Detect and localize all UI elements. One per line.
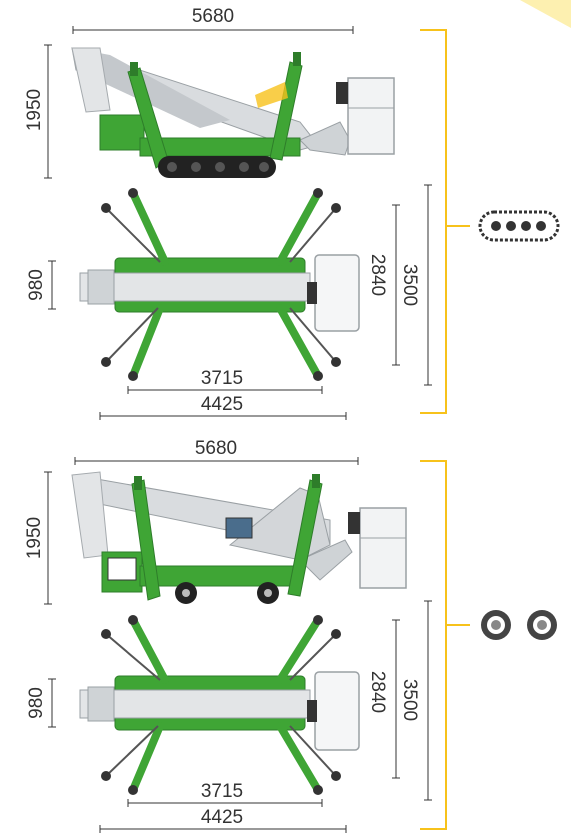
label-crawler-2840: 2840 [367, 254, 388, 296]
foot-pad [101, 203, 111, 213]
dim-crawler-length: 5680 [72, 6, 354, 34]
outrigger-fl [129, 189, 169, 266]
foot-pad [331, 357, 341, 367]
crawler-bracket [420, 29, 470, 414]
label-wheeled-length: 5680 [195, 438, 237, 459]
chassis [139, 565, 301, 587]
foot-pad [128, 785, 138, 795]
dim-wheeled-4425: 4425 [99, 807, 347, 833]
foot-pad [128, 615, 138, 625]
outrigger-rr [276, 304, 322, 380]
foot-pad [331, 629, 341, 639]
outrigger-rl [129, 304, 164, 380]
foot-pad [101, 357, 111, 367]
boom-upper [72, 48, 230, 128]
wheels-icon [481, 610, 557, 640]
label-wheeled-height: 1950 [24, 517, 45, 559]
corner-accent [520, 0, 571, 28]
jib-arm [299, 121, 351, 156]
label-wheeled-3500: 3500 [399, 679, 420, 721]
brand-decal [255, 82, 288, 108]
work-basket [359, 507, 407, 589]
control-box [348, 512, 360, 534]
work-basket [347, 77, 395, 155]
dim-wheeled-3715: 3715 [127, 781, 323, 807]
label-crawler-length: 5680 [192, 6, 234, 27]
foot-pad [128, 371, 138, 381]
outrigger-rl [129, 722, 164, 794]
dim-crawler-height: 1950 [24, 44, 52, 179]
crawler-top-view [79, 188, 360, 381]
boom-top [79, 272, 311, 302]
foot-pad [313, 785, 323, 795]
foot-pad [313, 371, 323, 381]
label-crawler-3500: 3500 [399, 264, 420, 306]
dim-crawler-2840: 2840 [367, 204, 400, 366]
foot-pad [101, 771, 111, 781]
label-crawler-width: 980 [26, 269, 47, 301]
foot-pad [101, 629, 111, 639]
dim-crawler-width: 980 [26, 260, 56, 310]
foot-pad [313, 615, 323, 625]
dim-crawler-4425: 4425 [99, 394, 347, 420]
wheeled-top-view [79, 615, 360, 795]
label-wheeled-width: 980 [26, 687, 47, 719]
wheeled-side-view [71, 471, 407, 604]
display-panel [225, 517, 253, 539]
crawler-side-view [71, 47, 395, 178]
dim-wheeled-3500: 3500 [399, 600, 432, 801]
dim-crawler-3715: 3715 [127, 368, 323, 394]
outrigger-fr [276, 616, 322, 684]
dim-wheeled-length: 5680 [74, 438, 359, 465]
label-crawler-height: 1950 [24, 89, 45, 131]
wheeled-version: 5680 1950 [24, 438, 557, 833]
label-wheeled-4425: 4425 [201, 807, 243, 828]
outrigger-fr [276, 189, 322, 266]
foot-pad [128, 188, 138, 198]
basket-top [314, 254, 360, 332]
crawler-version: 5680 1950 [24, 6, 560, 420]
wheeled-bracket [420, 460, 470, 830]
outrigger-fl [129, 616, 169, 684]
dim-wheeled-2840: 2840 [367, 619, 400, 779]
boom-top [79, 689, 311, 719]
label-wheeled-3715: 3715 [201, 781, 243, 802]
label-crawler-4425: 4425 [201, 394, 243, 415]
crawler-track-icon [478, 210, 560, 242]
foot-pad [331, 203, 341, 213]
foot-pad [331, 771, 341, 781]
label-wheeled-2840: 2840 [367, 671, 388, 713]
label-crawler-3715: 3715 [201, 368, 243, 389]
dim-wheeled-height: 1950 [24, 471, 52, 605]
jib-arm [299, 539, 353, 581]
dim-crawler-3500: 3500 [399, 184, 432, 386]
dim-wheeled-width: 980 [26, 678, 56, 728]
outrigger-rr [276, 722, 322, 794]
basket-top [314, 671, 360, 751]
boom-base [71, 47, 111, 113]
engine-box [99, 114, 145, 151]
foot-pad [313, 188, 323, 198]
control-box [336, 82, 348, 104]
